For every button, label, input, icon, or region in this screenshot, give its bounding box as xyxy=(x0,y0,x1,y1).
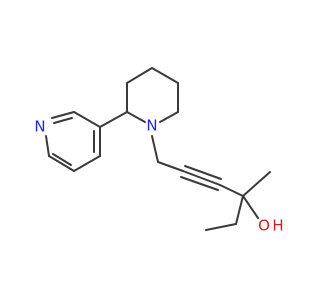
bond-py-inner-2 xyxy=(52,153,72,166)
bond-pip-c3-c4 xyxy=(126,67,153,84)
bond-triple-1 xyxy=(182,170,221,186)
bond-ch2-alkyne xyxy=(157,161,184,172)
pyridine-ring xyxy=(45,111,101,172)
bond-quat-ethyl xyxy=(235,195,244,225)
bond-py-n-c2 xyxy=(51,111,75,119)
bond-py-c5-c6 xyxy=(48,155,75,172)
bond-py-c6-n xyxy=(45,135,50,157)
bond-pip-n-c2 xyxy=(126,111,146,123)
hydroxyl-h-label: H xyxy=(272,217,283,235)
bond-py-inner-3 xyxy=(53,117,73,124)
bond-alkyne-quat xyxy=(219,184,244,197)
bond-triple-2 xyxy=(184,165,222,180)
bond-ethyl-ch3 xyxy=(205,223,237,231)
bond-pip-c4-c5 xyxy=(151,67,179,84)
hydroxyl-o-label: O xyxy=(258,217,270,235)
bond-n-ch2 xyxy=(151,135,159,163)
bond-py-c2-c3 xyxy=(73,111,101,128)
pyridine-n-label: N xyxy=(34,118,45,136)
bond-quat-oh xyxy=(242,195,259,219)
bond-quat-methyl xyxy=(242,171,271,197)
structure-svg: N N O H xyxy=(34,67,284,235)
molecule-diagram: N N O H xyxy=(34,67,284,235)
piperidine-ring xyxy=(126,67,179,123)
bond-triple-3 xyxy=(180,176,219,191)
side-chain xyxy=(151,135,271,231)
piperidine-n-label: N xyxy=(146,117,157,135)
bond-pip-c6-n xyxy=(159,111,179,123)
bond-pyridine-piperidine xyxy=(99,111,128,128)
bond-py-c4-c5 xyxy=(73,155,101,172)
